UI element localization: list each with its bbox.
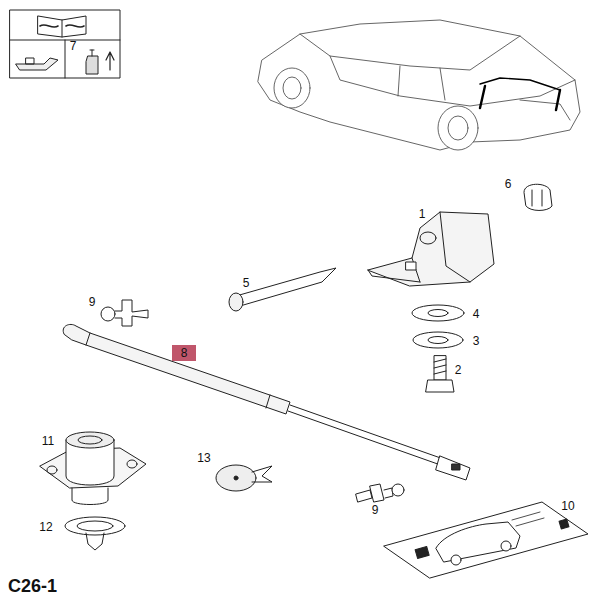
callout-number: 12 <box>39 521 52 533</box>
callout-number: 1 <box>419 208 426 220</box>
callout-number: 5 <box>243 277 250 289</box>
callout-number: 13 <box>197 452 210 464</box>
callout-number: 9 <box>89 296 96 308</box>
callout-number: 2 <box>455 364 462 376</box>
clip-part <box>524 184 552 210</box>
highlighted-callout: 8 <box>172 345 196 361</box>
callout-number: 10 <box>561 500 574 512</box>
hinge-bracket <box>368 212 494 286</box>
mount-fitting <box>40 432 146 505</box>
bolt-part <box>426 356 454 392</box>
callout-number: 11 <box>42 435 54 447</box>
washer-part <box>412 305 464 348</box>
grommet <box>65 517 125 550</box>
callout-number: 4 <box>473 308 480 320</box>
callout-number: 3 <box>473 335 480 347</box>
ball-stud <box>356 484 404 502</box>
callout-number: 6 <box>505 178 512 190</box>
callout-number: 7 <box>70 40 77 52</box>
pin-part <box>229 268 336 311</box>
trim-clip <box>216 465 272 491</box>
ball-stud <box>101 300 148 326</box>
figure-code: C26-1 <box>8 577 57 595</box>
callout-number: 9 <box>372 504 379 516</box>
warning-sticker <box>384 502 588 578</box>
callout-number: 8 <box>181 347 188 359</box>
car-sketch <box>258 20 580 150</box>
icon-box <box>10 10 120 78</box>
